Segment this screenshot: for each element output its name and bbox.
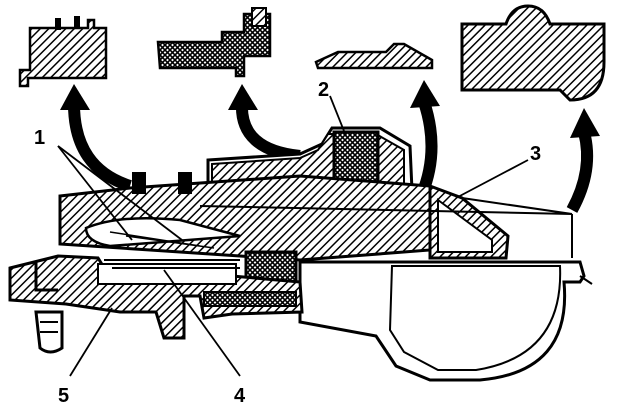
detail-part-2	[156, 7, 272, 78]
leader-2	[329, 95, 347, 137]
callouts: 1 2 3 4 5	[34, 79, 541, 407]
callout-5: 5	[58, 385, 69, 407]
callout-2: 2	[318, 79, 329, 101]
arrow-to-part-4	[566, 108, 600, 213]
arrow-to-part-3	[410, 80, 440, 197]
leader-1a	[57, 145, 133, 241]
leader-lines	[57, 95, 529, 377]
detail-part-1	[18, 16, 108, 88]
main-assembly	[8, 126, 593, 382]
callout-1: 1	[34, 127, 45, 149]
leader-1b	[57, 145, 183, 241]
callout-4: 4	[234, 385, 246, 407]
leader-3	[455, 159, 529, 199]
detail-part-3	[314, 42, 434, 70]
leader-4	[163, 269, 241, 377]
arrow-to-part-2	[228, 84, 301, 162]
callout-3: 3	[530, 143, 541, 165]
leader-5	[69, 307, 113, 377]
detail-part-4	[460, 4, 606, 102]
arrow-to-part-1	[60, 84, 133, 192]
